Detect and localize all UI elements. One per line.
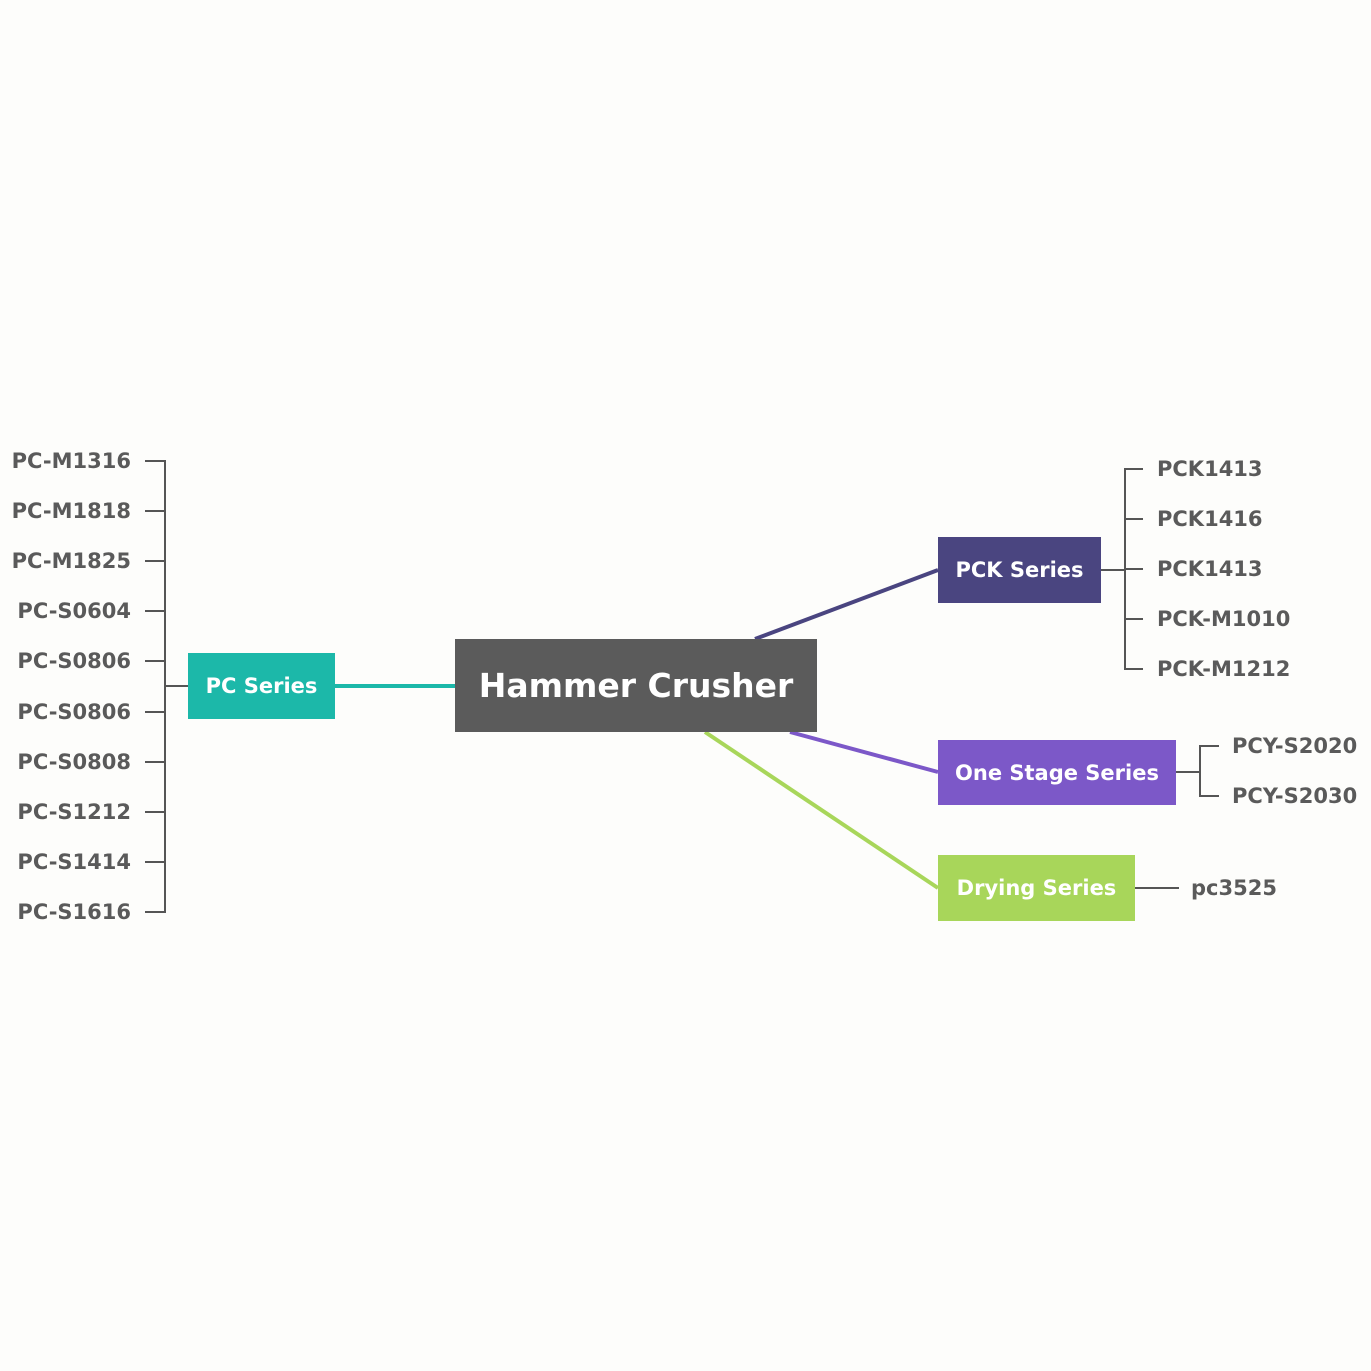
- branch-label: PC Series: [205, 674, 318, 698]
- branch-label: One Stage Series: [955, 760, 1159, 785]
- branch-one-stage-series[interactable]: One Stage Series: [938, 740, 1176, 805]
- leaf-node[interactable]: pc3525: [1191, 876, 1277, 900]
- leaf-node[interactable]: PC-S0808: [17, 750, 131, 774]
- connector-central-pck: [754, 568, 939, 641]
- leaf-node[interactable]: PC-M1825: [11, 549, 131, 573]
- central-topic-label: Hammer Crusher: [478, 666, 794, 705]
- leaf-node[interactable]: PC-M1818: [11, 499, 131, 523]
- leaf-node[interactable]: PC-S1616: [17, 900, 131, 924]
- branch-label: PCK Series: [955, 558, 1084, 582]
- branch-pc-series[interactable]: PC Series: [188, 653, 335, 719]
- connector-central-drying: [703, 730, 940, 890]
- leaf-node[interactable]: PCK-M1212: [1157, 657, 1291, 681]
- leaf-node[interactable]: PCK-M1010: [1157, 607, 1291, 631]
- branch-label: Drying Series: [956, 876, 1117, 900]
- leaf-node[interactable]: PCK1413: [1157, 557, 1263, 581]
- leaf-node[interactable]: PC-S1414: [17, 850, 131, 874]
- leaf-node[interactable]: PC-S0806: [17, 649, 131, 673]
- branch-drying-series[interactable]: Drying Series: [938, 855, 1135, 921]
- branch-pck-series[interactable]: PCK Series: [938, 537, 1101, 603]
- connector-central-one-stage: [789, 730, 939, 774]
- leaf-node[interactable]: PC-S1212: [17, 800, 131, 824]
- leaf-node[interactable]: PCY-S2030: [1232, 784, 1358, 808]
- leaf-node[interactable]: PC-S0604: [17, 599, 131, 623]
- central-topic[interactable]: Hammer Crusher: [455, 639, 817, 732]
- leaf-node[interactable]: PC-M1316: [11, 449, 131, 473]
- leaf-node[interactable]: PCK1413: [1157, 457, 1263, 481]
- leaf-node[interactable]: PCY-S2020: [1232, 734, 1358, 758]
- leaf-node[interactable]: PCK1416: [1157, 507, 1263, 531]
- leaf-node[interactable]: PC-S0806: [17, 700, 131, 724]
